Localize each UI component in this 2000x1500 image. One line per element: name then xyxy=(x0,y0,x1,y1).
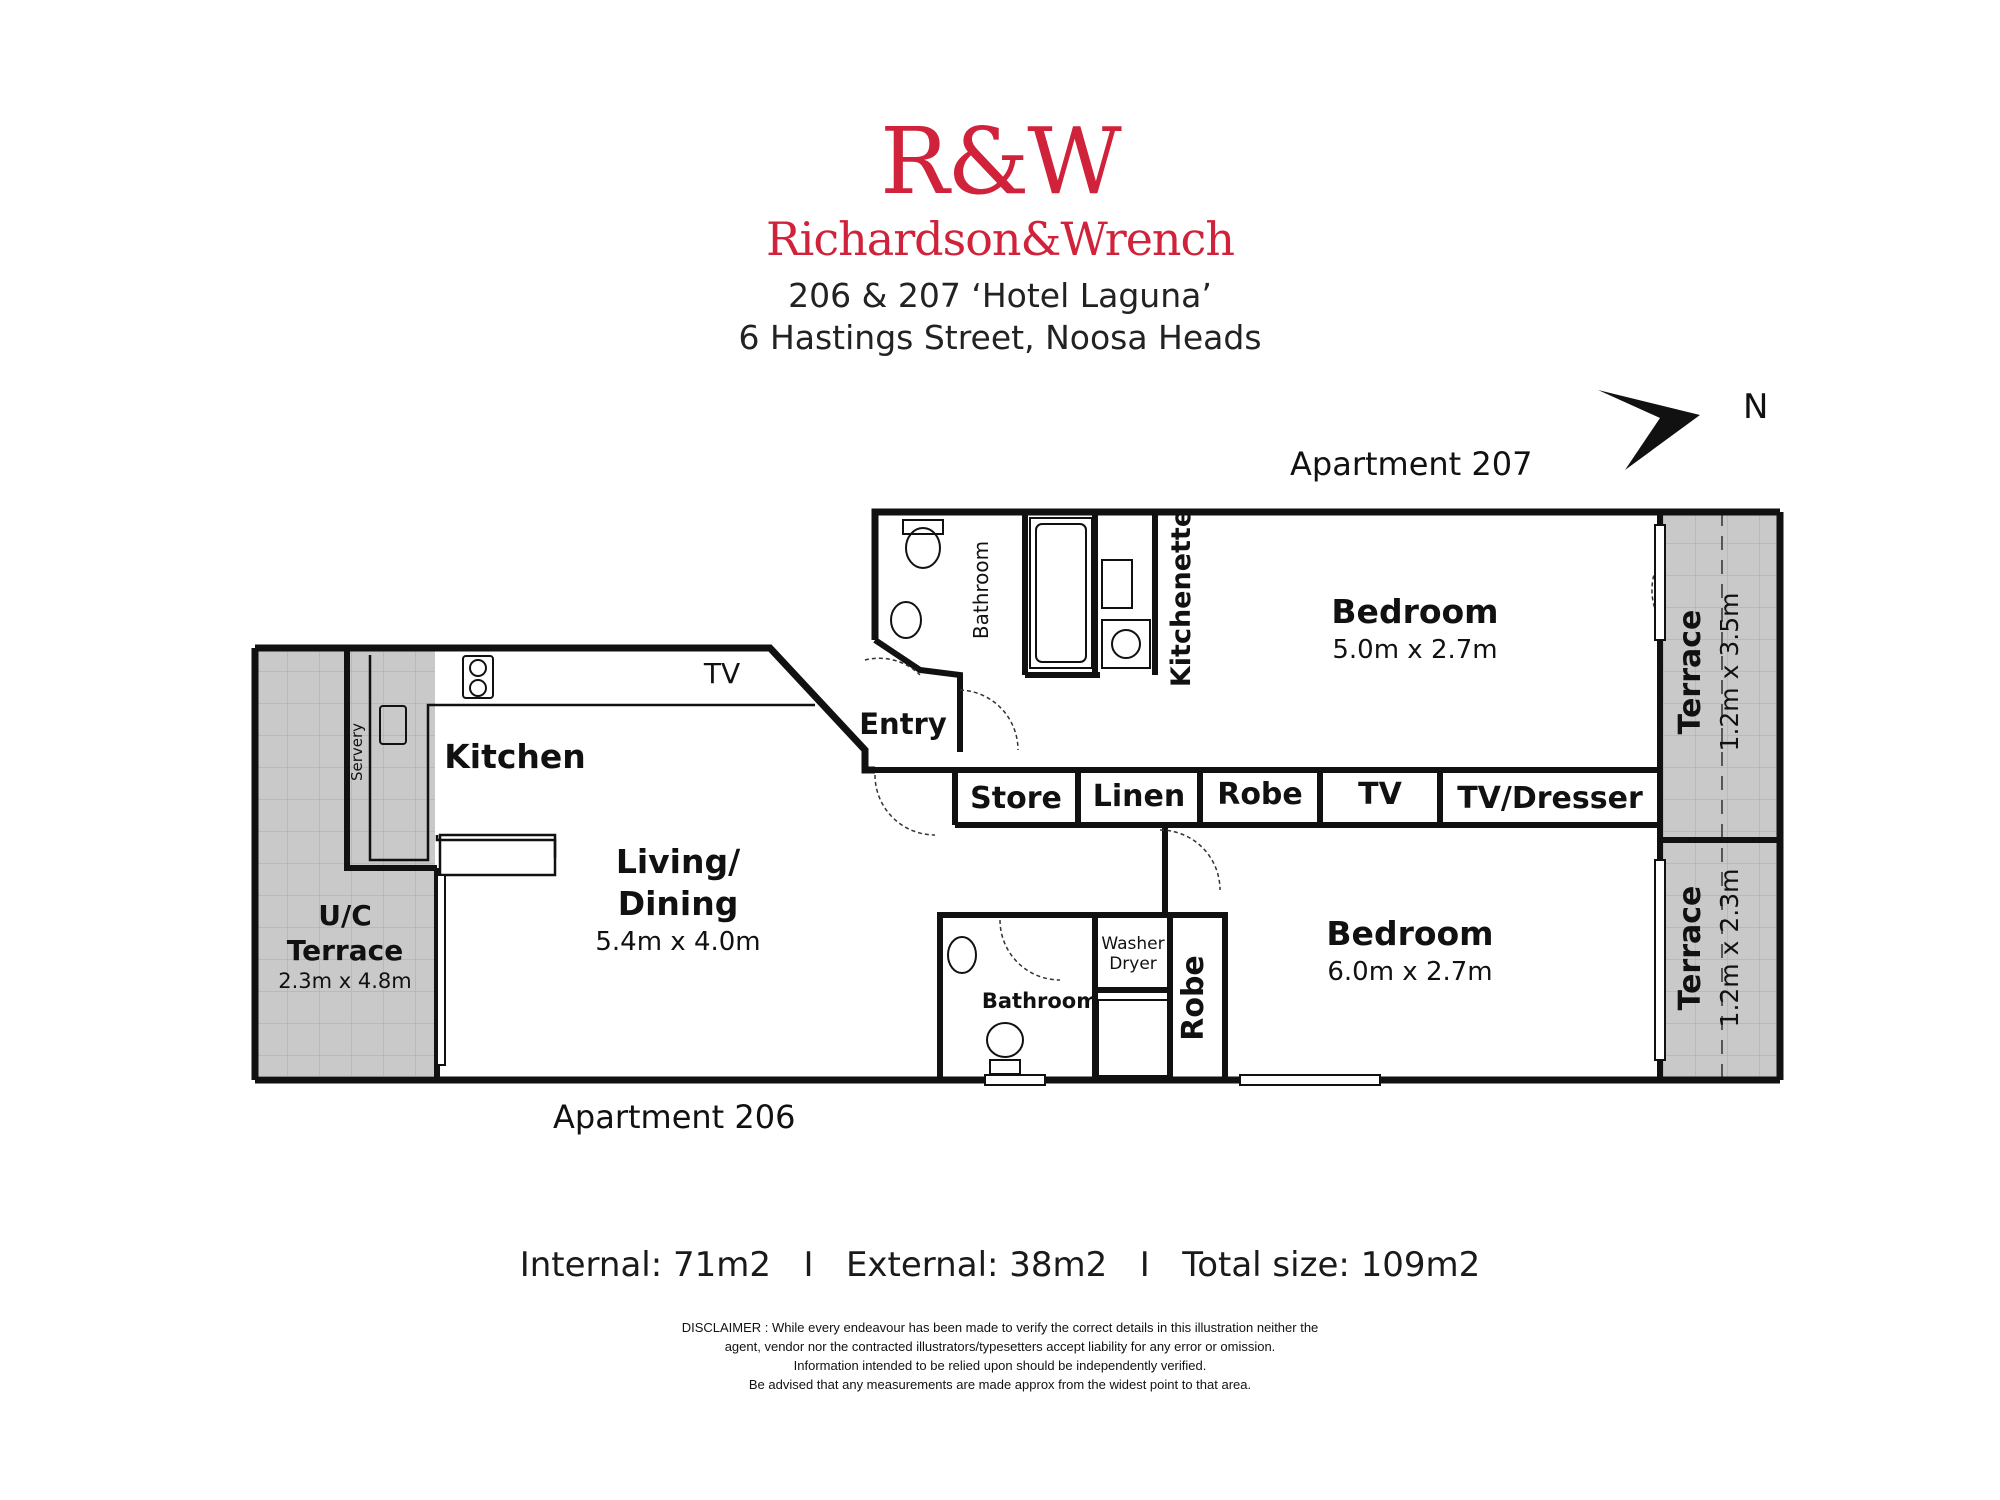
disclaimer: DISCLAIMER : While every endeavour has b… xyxy=(600,1318,1400,1394)
stove-icon xyxy=(462,655,494,699)
separator: I xyxy=(803,1245,814,1285)
external-value: 38m2 xyxy=(1009,1245,1108,1285)
internal-value: 71m2 xyxy=(673,1245,772,1285)
linen-label: Linen xyxy=(1093,779,1185,814)
total-value: 109m2 xyxy=(1360,1245,1481,1285)
uc-terrace-size: 2.3m x 4.8m xyxy=(278,969,412,993)
living-size: 5.4m x 4.0m xyxy=(595,927,760,957)
bedroom-upper-size: 5.0m x 2.7m xyxy=(1332,635,1497,665)
north-arrow-icon xyxy=(1598,390,1700,470)
tv-dresser-label: TV/Dresser xyxy=(1457,781,1643,816)
shower-icon xyxy=(1097,999,1169,1077)
terrace-lower-area xyxy=(1660,842,1780,1078)
uc-terrace-line1: U/C xyxy=(318,899,372,932)
north-label: N xyxy=(1743,387,1768,427)
interior-walls xyxy=(344,512,1780,1080)
store-label: Store xyxy=(970,781,1062,816)
bathroom-top-label: Bathroom xyxy=(969,541,993,639)
robe-bottom-label: Robe xyxy=(1176,955,1211,1041)
terrace-lower-size: 1.2m x 2.3m xyxy=(1715,869,1744,1028)
dryer-label: Dryer xyxy=(1109,954,1157,974)
tv-living-label: TV xyxy=(703,657,740,690)
disclaimer-line: Information intended to be relied upon s… xyxy=(793,1358,1207,1373)
robe-top-label: Robe xyxy=(1217,777,1303,812)
servery-label: Servery xyxy=(348,723,366,781)
basin-icon xyxy=(890,601,922,639)
external-label: External: xyxy=(845,1245,999,1285)
toilet-icon xyxy=(986,1022,1024,1075)
living-name-line2: Dining xyxy=(618,884,739,923)
property-title: 206 & 207 ‘Hotel Laguna’ xyxy=(788,276,1212,315)
disclaimer-line: DISCLAIMER : While every endeavour has b… xyxy=(681,1320,1319,1335)
internal-label: Internal: xyxy=(519,1245,663,1285)
separator: I xyxy=(1139,1245,1150,1285)
terrace-upper-name: Terrace xyxy=(1673,610,1708,735)
kitchenette-hotplate-icon xyxy=(1101,619,1151,669)
kitchenette-sink-icon xyxy=(1101,559,1133,609)
disclaimer-line: agent, vendor nor the contracted illustr… xyxy=(724,1339,1276,1354)
living-name-line1: Living/ xyxy=(616,842,741,881)
property-address: 6 Hastings Street, Noosa Heads xyxy=(738,318,1262,357)
size-summary: Internal: 71m2 I External: 38m2 I Total … xyxy=(0,1245,2000,1285)
apartment-207-label: Apartment 207 xyxy=(1290,445,1532,483)
toilet-icon xyxy=(902,519,944,569)
tv-storage-label: TV xyxy=(1358,777,1402,812)
terrace-upper-size: 1.2m x 3.5m xyxy=(1715,593,1744,752)
kitchenette-label: Kitchenette xyxy=(1166,509,1197,687)
kitchen-label: Kitchen xyxy=(444,737,586,776)
bedroom-lower-size: 6.0m x 2.7m xyxy=(1327,957,1492,987)
bathroom-bottom-label: Bathroom xyxy=(982,989,1098,1013)
bedroom-lower-name: Bedroom xyxy=(1326,914,1493,953)
kitchen-sink-icon xyxy=(379,705,407,745)
entry-label: Entry xyxy=(859,707,947,741)
windows xyxy=(436,524,1666,1086)
disclaimer-line: Be advised that any measurements are mad… xyxy=(748,1377,1252,1392)
terrace-lower-name: Terrace xyxy=(1673,886,1708,1011)
washer-label: Washer xyxy=(1101,934,1164,954)
basin-icon xyxy=(947,936,977,974)
uc-terrace-line2: Terrace xyxy=(287,934,403,967)
terrace-upper-area xyxy=(1660,512,1780,837)
bedroom-upper-name: Bedroom xyxy=(1331,592,1498,631)
brand-logo-mark: R&W xyxy=(880,108,1122,215)
apartment-206-label: Apartment 206 xyxy=(553,1098,795,1136)
total-label: Total size: xyxy=(1182,1245,1350,1285)
kitchen-bench xyxy=(368,655,815,877)
bathtub-icon xyxy=(1029,517,1093,669)
brand-logo-name: Richardson&Wrench xyxy=(766,212,1235,266)
